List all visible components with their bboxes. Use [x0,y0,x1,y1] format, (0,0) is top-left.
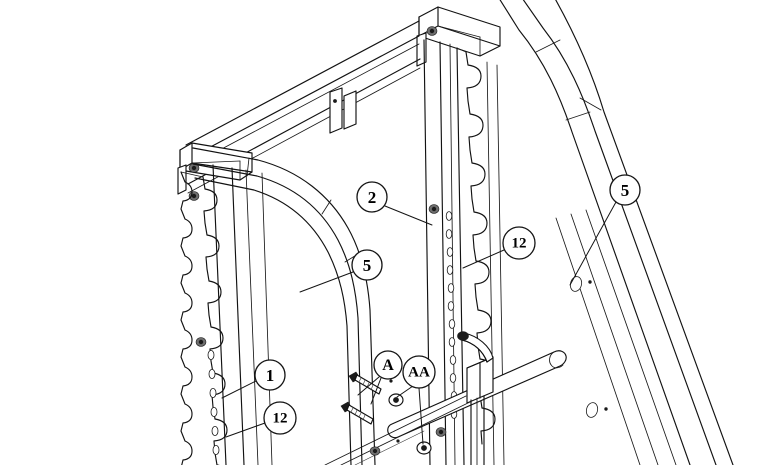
callout-A-leader-line [357,376,382,405]
callout-12-left-label: 12 [273,411,288,427]
callout-5-left: 5 [299,249,383,293]
right-curved-front-leg [499,0,734,465]
callout-2-label: 2 [368,188,377,207]
mast-bolt-lower [435,427,447,437]
left-hook-rail [180,171,228,465]
bracket-bolt-top-right [426,26,438,36]
pin-hole-dot-b [396,439,400,443]
callout-1-label: 1 [266,366,275,385]
callout-5-right: 5 [569,174,641,286]
mast-bolt [428,204,440,214]
beam-mounting-bracket [329,87,357,134]
callout-12-right: 12 [462,226,536,269]
callout-2: 2 [356,181,433,226]
callout-2-bubble [356,181,388,213]
left-bracket-bolt-upper [188,163,200,173]
callout-5-right-bubble [609,174,641,206]
callout-1-leader-line [221,380,257,399]
pin-hole-dot-a [389,379,393,383]
left-upright-post [212,164,273,465]
callout-12-left: 12 [225,401,297,438]
hex-bolt-lower [340,401,374,425]
callout-AA-label: AA [408,365,430,381]
callout-5-left-bubble [351,249,383,281]
callout-12-right-leader-line [462,249,505,269]
callout-A-label: A [382,357,394,374]
lower-diagonal-brace [324,395,471,465]
callout-5-right-leader-line [569,201,617,286]
rear-inner-post [486,61,505,465]
left-bracket-bolt-lower [188,191,200,201]
top-right-corner-bracket [416,6,501,67]
left-rail-bolt [195,337,207,347]
washer-detail [369,446,381,456]
barbell-sleeve-mechanism [387,331,567,465]
callout-12-left-bubble [263,401,297,435]
callout-AA-bubble [402,355,436,389]
right-rear-leg [555,209,677,465]
callout-5-left-leader-line [299,271,354,293]
callout-12-left-leader-line [225,422,266,438]
callout-1: 1 [221,359,286,399]
hex-bolt-upper [348,371,382,395]
callout-AA: AA [396,355,436,445]
lock-nut-lower [416,441,432,455]
callout-A-bubble [373,350,403,380]
left-curved-front-leg [192,147,376,465]
callout-5-left-label: 5 [363,256,372,275]
lock-nut-upper [388,393,404,407]
callout-12-right-bubble [502,226,536,260]
callout-12-right-label: 12 [512,236,527,252]
left-top-corner-bracket [177,142,253,201]
callout-A: A [357,350,403,405]
callout-2-leader-line [384,205,433,226]
callout-1-bubble [254,359,286,391]
callout-AA-leader-line [396,385,424,445]
callout-5-right-label: 5 [621,181,630,200]
